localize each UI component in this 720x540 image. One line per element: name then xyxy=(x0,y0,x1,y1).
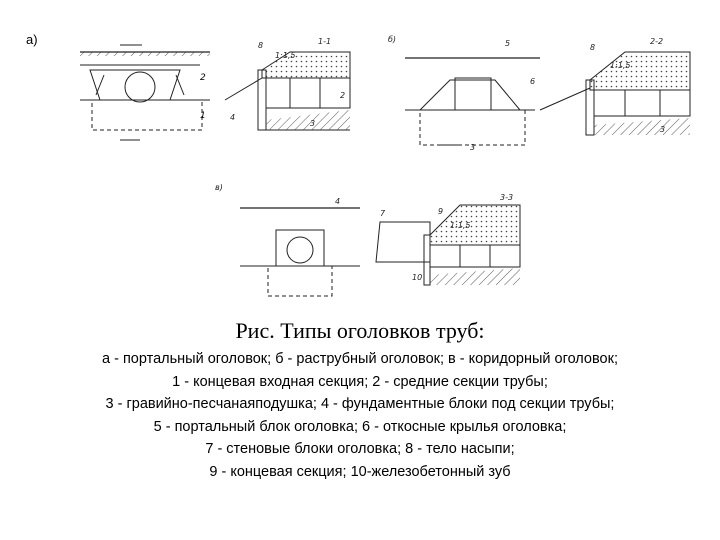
drawing-v-section xyxy=(375,204,521,286)
svg-text:1: 1 xyxy=(200,111,206,121)
svg-text:2-2: 2-2 xyxy=(650,37,663,46)
caption-line: 5 - портальный блок оголовка; 6 - откосн… xyxy=(153,418,567,435)
svg-text:7: 7 xyxy=(380,209,386,218)
caption-line: 3 - гравийно-песчанаяподушка; 4 - фундам… xyxy=(105,396,615,412)
svg-text:2: 2 xyxy=(340,91,345,100)
svg-text:3: 3 xyxy=(470,143,475,152)
culvert-drawings: 2 1 xyxy=(80,35,691,297)
caption-line: 7 - стеновые блоки оголовка; 8 - тело на… xyxy=(205,441,515,457)
drawing-v-plan xyxy=(240,207,360,297)
svg-text:3: 3 xyxy=(660,125,665,134)
svg-text:2: 2 xyxy=(200,73,206,83)
svg-text:10: 10 xyxy=(412,273,422,282)
svg-text:1-1: 1-1 xyxy=(318,37,331,46)
caption-line: 9 - концевая секция; 10-железобетонный з… xyxy=(209,463,511,480)
caption-line: а - портальный оголовок; б - раструбный … xyxy=(102,351,618,367)
svg-text:6: 6 xyxy=(530,77,535,86)
figure-caption: Рис. Типы оголовков труб: а - портальный… xyxy=(0,318,720,483)
svg-text:1:1,5: 1:1,5 xyxy=(275,51,296,60)
svg-text:3-3: 3-3 xyxy=(500,193,513,202)
svg-text:8: 8 xyxy=(258,41,263,50)
figure-label-a: а) xyxy=(26,32,38,47)
caption-title: Рис. Типы оголовков труб: xyxy=(235,318,485,343)
svg-text:3: 3 xyxy=(310,119,315,128)
svg-text:в): в) xyxy=(215,183,223,192)
drawing-callouts: 8 1:1,5 1-1 2 4 3 б) 5 6 3 8 2-2 1:1,5 3 в) 4 7 9 3-… xyxy=(215,35,665,282)
svg-text:б): б) xyxy=(388,35,396,44)
drawing-b-section xyxy=(539,51,691,136)
drawing-a-plan xyxy=(80,44,210,141)
drawing-a-section xyxy=(224,51,351,131)
svg-text:1:1,5: 1:1,5 xyxy=(610,61,631,70)
svg-text:4: 4 xyxy=(335,197,340,206)
svg-text:4: 4 xyxy=(230,113,235,122)
svg-text:8: 8 xyxy=(590,43,595,52)
svg-text:9: 9 xyxy=(438,207,443,216)
svg-text:1:1,5: 1:1,5 xyxy=(450,221,471,230)
drawing-b-plan xyxy=(405,57,540,146)
svg-text:5: 5 xyxy=(505,39,510,48)
caption-line: 1 - концевая входная секция; 2 - средние… xyxy=(172,373,548,390)
